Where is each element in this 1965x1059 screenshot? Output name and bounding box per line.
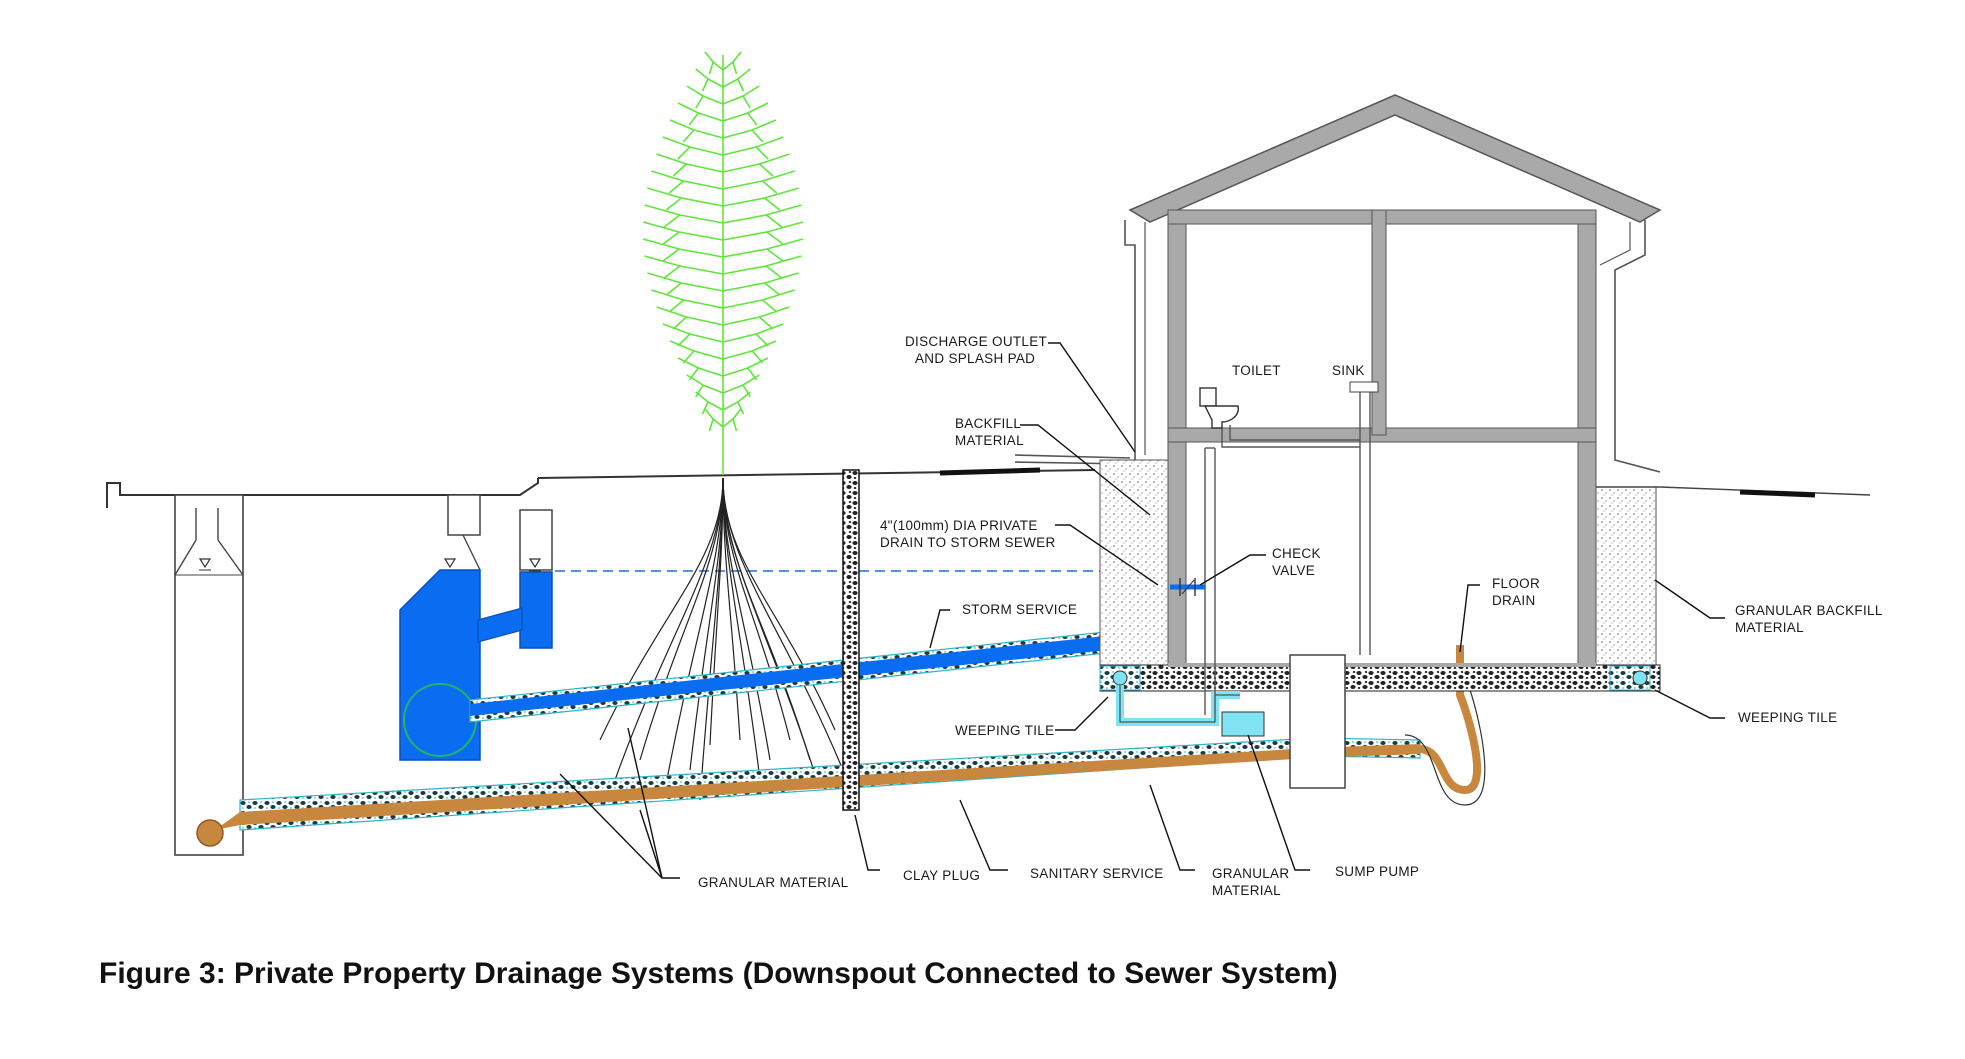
label-granular-backfill-2: MATERIAL <box>1735 620 1804 635</box>
label-private-drain-2: DRAIN TO STORM SEWER <box>880 535 1056 550</box>
leader-lines <box>559 342 1725 879</box>
tree <box>642 51 804 475</box>
road-surface <box>106 467 1096 508</box>
label-private-drain: 4"(100mm) DIA PRIVATE <box>880 518 1038 533</box>
label-sanitary-service: SANITARY SERVICE <box>1030 866 1164 881</box>
check-valve <box>1170 578 1205 596</box>
label-storm-service: STORM SERVICE <box>962 602 1077 617</box>
storm-manhole <box>399 494 481 761</box>
clay-plug <box>842 469 860 811</box>
label-floor-drain-2: DRAIN <box>1492 593 1536 608</box>
label-floor-drain: FLOOR <box>1492 576 1540 591</box>
label-sink: SINK <box>1332 363 1365 378</box>
label-backfill: BACKFILL <box>955 416 1021 431</box>
figure-caption: Figure 3: Private Property Drainage Syst… <box>99 957 1338 990</box>
backfill-left <box>1099 459 1169 666</box>
sump-pit <box>1116 447 1346 789</box>
label-check-valve-2: VALVE <box>1272 563 1315 578</box>
labels: DISCHARGE OUTLET AND SPLASH PAD BACKFILL… <box>698 334 1883 898</box>
catch-basin <box>477 509 553 649</box>
label-granular-backfill: GRANULAR BACKFILL <box>1735 603 1883 618</box>
label-toilet: TOILET <box>1232 363 1281 378</box>
storm-service-pipe <box>469 577 1170 723</box>
label-weeping-tile-left: WEEPING TILE <box>955 723 1054 738</box>
label-granular-material-mid-2: MATERIAL <box>1212 883 1281 898</box>
floor-gravel <box>1099 664 1661 692</box>
label-discharge-outlet-2: AND SPLASH PAD <box>915 351 1035 366</box>
label-granular-material-left: GRANULAR MATERIAL <box>698 875 849 890</box>
label-sump-pump: SUMP PUMP <box>1335 864 1419 879</box>
backfill-right <box>1595 486 1657 666</box>
label-weeping-tile-right: WEEPING TILE <box>1738 710 1837 725</box>
label-granular-material-mid: GRANULAR <box>1212 866 1289 881</box>
label-check-valve: CHECK <box>1272 546 1321 561</box>
label-clay-plug: CLAY PLUG <box>903 868 980 883</box>
label-backfill-2: MATERIAL <box>955 433 1024 448</box>
plumbing-stack <box>1221 381 1379 655</box>
sanitary-manhole <box>174 494 244 856</box>
tree-roots <box>599 477 846 801</box>
toilet <box>1199 387 1239 429</box>
label-discharge-outlet: DISCHARGE OUTLET <box>905 334 1047 349</box>
weeping-tile-right <box>1609 665 1651 691</box>
